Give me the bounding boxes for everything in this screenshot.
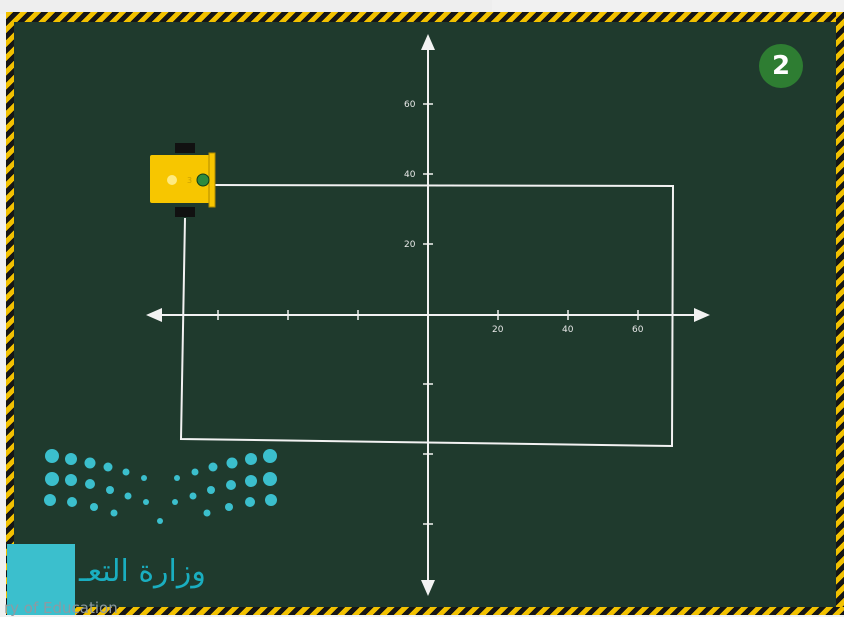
robot-bumper <box>209 153 215 207</box>
x-tick-label: 20 <box>492 325 504 335</box>
ministry-logo-dots <box>44 449 277 524</box>
ministry-logo-arabic-text: وزارة التعـ <box>79 554 206 589</box>
robot-light <box>167 175 177 185</box>
x-tick-label: 40 <box>562 325 574 335</box>
step-number-badge: 2 <box>759 44 803 88</box>
y-tick-label: 20 <box>404 240 416 250</box>
robot[interactable]: 3 <box>150 143 215 217</box>
y-tick-label: 60 <box>404 100 416 110</box>
robot-wheel-bottom <box>175 207 195 217</box>
robot-sensor <box>197 174 209 186</box>
y-axis-arrow-down <box>421 580 435 596</box>
robot-wheel-top <box>175 143 195 153</box>
robot-label: 3 <box>187 176 192 185</box>
ministry-logo-english-text: ry of Education <box>4 599 118 617</box>
x-tick-label: 60 <box>632 325 644 335</box>
x-axis-arrow-right <box>694 308 710 322</box>
x-axis-arrow-left <box>146 308 162 322</box>
y-axis-arrow-up <box>421 34 435 50</box>
y-tick-label: 40 <box>404 170 416 180</box>
